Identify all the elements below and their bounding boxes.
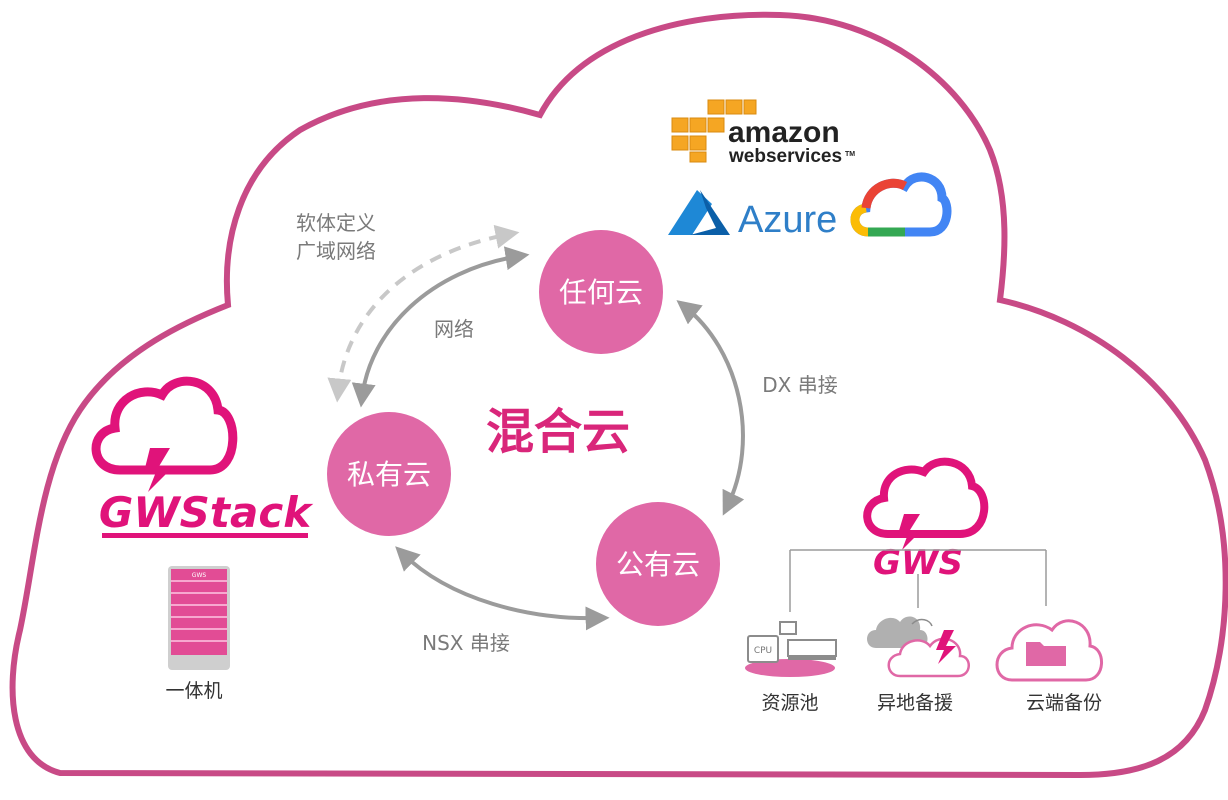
service-label-resource-pool: 资源池 (761, 692, 818, 714)
azure-icon (668, 190, 730, 235)
aws-logo: amazon webservices TM (671, 99, 855, 167)
appliance-caption: 一体机 (165, 680, 222, 702)
node-private-cloud-label: 私有云 (347, 458, 431, 491)
gwstack-bolt-icon (144, 448, 172, 492)
gws-bolt-icon (898, 514, 922, 550)
gwstack-cloud-icon (91, 376, 238, 475)
node-any-cloud-label: 任何云 (559, 276, 643, 309)
aws-name: amazon (728, 116, 840, 149)
network-arrow (351, 246, 530, 408)
azure-name: Azure (738, 199, 837, 241)
gws-service-connectors (789, 549, 1047, 612)
outer-cloud-outline (9, 11, 1228, 779)
google-cloud-icon (850, 172, 952, 237)
cpu-chip-label: CPU (754, 646, 772, 656)
gwstack-underline (102, 533, 308, 538)
resource-pool-icon: CPU (745, 621, 837, 677)
nsx-arrow (395, 546, 610, 631)
node-private-cloud: 私有云 (327, 412, 451, 536)
aws-subname: webservices (728, 146, 842, 167)
aws-trademark: TM (845, 151, 855, 158)
appliance-server-icon: GWS (168, 566, 230, 670)
node-any-cloud: 任何云 (539, 230, 663, 354)
network-label: 网络 (434, 317, 474, 341)
server-badge: GWS (192, 572, 207, 579)
dx-label: DX 串接 (762, 373, 837, 397)
gws-cloud-icon (863, 457, 989, 538)
cloud-backup-icon (995, 619, 1103, 682)
sdwan-label-line2: 广域网络 (296, 239, 376, 263)
gwstack-logo: GWStack (91, 376, 314, 538)
node-public-cloud-label: 公有云 (616, 548, 700, 581)
service-label-cloud-backup: 云端备份 (1026, 692, 1102, 714)
gwstack-logo-text: GWStack (99, 488, 314, 537)
aws-boxes-icon (671, 99, 757, 163)
center-title: 混合云 (486, 404, 630, 460)
node-public-cloud: 公有云 (596, 502, 720, 626)
sdwan-label-line1: 软体定义 (296, 211, 376, 235)
azure-logo: Azure (668, 190, 837, 241)
remote-backup-icon (867, 616, 970, 678)
dx-arrow (676, 300, 745, 516)
nsx-label: NSX 串接 (422, 631, 510, 655)
service-label-remote-backup: 异地备援 (877, 692, 953, 714)
